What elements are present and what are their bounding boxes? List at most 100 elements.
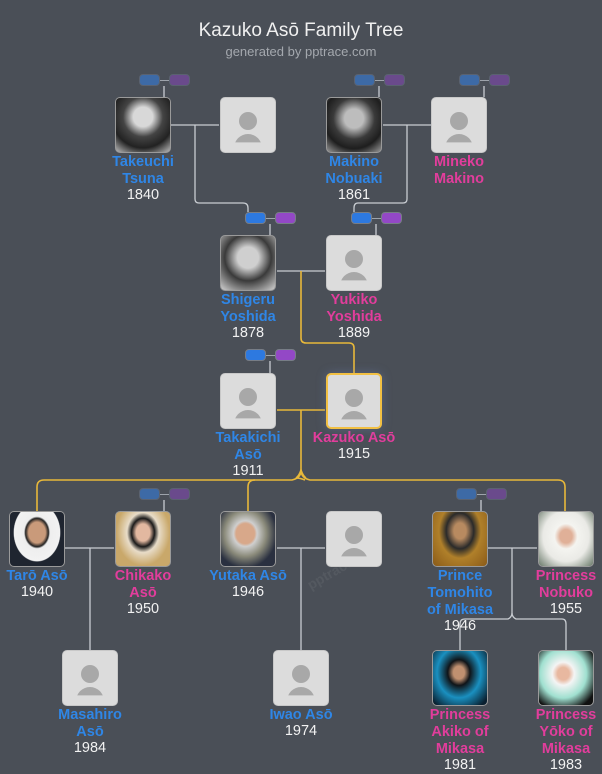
father-badge[interactable] bbox=[459, 74, 480, 86]
birth-year: 1984 bbox=[73, 740, 107, 756]
avatar-placeholder-icon[interactable] bbox=[326, 511, 382, 567]
person-name-line: Yutaka Asō bbox=[209, 568, 287, 584]
mother-badge[interactable] bbox=[169, 488, 190, 500]
portrait-photo[interactable] bbox=[115, 511, 171, 567]
person-name-line: Yoshida bbox=[220, 309, 276, 325]
mother-badge[interactable] bbox=[381, 212, 402, 224]
portrait-photo[interactable] bbox=[432, 650, 488, 706]
portrait-photo[interactable] bbox=[115, 97, 171, 153]
person-name-line: Mikasa bbox=[541, 741, 591, 757]
portrait-photo[interactable] bbox=[432, 511, 488, 567]
mother-badge[interactable] bbox=[489, 74, 510, 86]
birth-year: 1981 bbox=[443, 757, 477, 773]
person-yukiko-yoshida[interactable]: Yukiko Yoshida 1889 bbox=[299, 235, 409, 341]
person-name-line: Yōko of bbox=[539, 724, 593, 740]
birth-year: 1911 bbox=[232, 463, 264, 479]
parents-badge-yukiko[interactable] bbox=[351, 212, 405, 225]
parents-badge-chikako[interactable] bbox=[139, 488, 193, 501]
person-name-line: Nobuko bbox=[539, 585, 593, 601]
person-yutaka-aso[interactable]: Yutaka Asō 1946 bbox=[193, 511, 303, 600]
portrait-photo[interactable] bbox=[326, 97, 382, 153]
person-taro-aso[interactable]: Tarō Asō 1940 bbox=[0, 511, 92, 600]
birth-year: 1878 bbox=[231, 325, 265, 341]
portrait-photo[interactable] bbox=[538, 650, 594, 706]
person-takeuchi-tsuna[interactable]: Takeuchi Tsuna 1840 bbox=[88, 97, 198, 203]
avatar-placeholder-icon[interactable] bbox=[62, 650, 118, 706]
mother-badge[interactable] bbox=[169, 74, 190, 86]
birth-year: 1889 bbox=[337, 325, 371, 341]
father-badge[interactable] bbox=[351, 212, 372, 224]
portrait-photo[interactable] bbox=[9, 511, 65, 567]
mother-badge[interactable] bbox=[275, 349, 296, 361]
avatar-placeholder-icon[interactable] bbox=[326, 373, 382, 429]
parents-badge-takeuchi[interactable] bbox=[139, 74, 193, 87]
father-badge[interactable] bbox=[245, 349, 266, 361]
person-name-line: Tsuna bbox=[122, 171, 164, 187]
person-name-line: Princess bbox=[535, 568, 597, 584]
father-badge[interactable] bbox=[139, 74, 160, 86]
parents-badge-tomohito[interactable] bbox=[456, 488, 510, 501]
page-subtitle: generated by pptrace.com bbox=[225, 44, 377, 59]
page-title: Kazuko Asō Family Tree bbox=[198, 20, 404, 41]
person-name-line: Asō bbox=[129, 585, 157, 601]
birth-year: 1950 bbox=[126, 601, 160, 617]
portrait-photo[interactable] bbox=[538, 511, 594, 567]
person-name-line: Mikasa bbox=[435, 741, 485, 757]
portrait-photo[interactable] bbox=[220, 235, 276, 291]
person-kazuko-aso[interactable]: Kazuko Asō 1915 bbox=[299, 373, 409, 462]
person-shigeru-yoshida[interactable]: Shigeru Yoshida 1878 bbox=[193, 235, 303, 341]
parents-badge-takakichi[interactable] bbox=[245, 349, 299, 362]
person-princess-akiko[interactable]: Princess Akiko of Mikasa 1981 bbox=[405, 650, 515, 773]
birth-year: 1983 bbox=[549, 757, 583, 773]
parents-badge-shigeru[interactable] bbox=[245, 212, 299, 225]
mother-badge[interactable] bbox=[275, 212, 296, 224]
person-name-line: Akiko of bbox=[431, 724, 489, 740]
person-chikako-aso[interactable]: Chikako Asō 1950 bbox=[88, 511, 198, 617]
person-unknown-spouse-yutaka[interactable] bbox=[299, 511, 409, 567]
birth-year: 1946 bbox=[231, 584, 265, 600]
avatar-placeholder-icon[interactable] bbox=[273, 650, 329, 706]
person-name-line: Princess bbox=[535, 707, 597, 723]
person-name-line: Princess bbox=[429, 707, 491, 723]
person-iwao-aso[interactable]: Iwao Asō 1974 bbox=[246, 650, 356, 739]
person-name-line: Takakichi bbox=[215, 430, 281, 446]
person-name-line: Tomohito bbox=[427, 585, 493, 601]
person-name-line: Chikako bbox=[114, 568, 172, 584]
person-name-line: Kazuko Asō bbox=[312, 430, 396, 446]
person-name-line: Makino bbox=[329, 154, 379, 170]
portrait-photo[interactable] bbox=[220, 511, 276, 567]
person-name-line: of Mikasa bbox=[426, 602, 494, 618]
father-badge[interactable] bbox=[456, 488, 477, 500]
mother-badge[interactable] bbox=[384, 74, 405, 86]
person-name-line: Tarō Asō bbox=[6, 568, 68, 584]
person-name-line: Asō bbox=[234, 447, 262, 463]
parents-badge-makino[interactable] bbox=[354, 74, 408, 87]
father-badge[interactable] bbox=[245, 212, 266, 224]
mother-badge[interactable] bbox=[486, 488, 507, 500]
avatar-placeholder-icon[interactable] bbox=[431, 97, 487, 153]
person-unknown-spouse-takeuchi[interactable] bbox=[193, 97, 303, 153]
person-makino-nobuaki[interactable]: Makino Nobuaki 1861 bbox=[299, 97, 409, 203]
birth-year: 1940 bbox=[20, 584, 54, 600]
person-princess-nobuko[interactable]: Princess Nobuko 1955 bbox=[511, 511, 602, 617]
person-name-line: Shigeru bbox=[221, 292, 275, 308]
avatar-placeholder-icon[interactable] bbox=[220, 373, 276, 429]
parents-badge-mineko[interactable] bbox=[459, 74, 513, 87]
person-mineko-makino[interactable]: Mineko Makino bbox=[404, 97, 514, 187]
birth-year: 1946 bbox=[443, 618, 477, 634]
father-badge[interactable] bbox=[354, 74, 375, 86]
person-name-line: Yukiko bbox=[330, 292, 378, 308]
person-name-line: Masahiro bbox=[58, 707, 122, 723]
birth-year: 1840 bbox=[126, 187, 160, 203]
avatar-placeholder-icon[interactable] bbox=[220, 97, 276, 153]
person-prince-tomohito[interactable]: Prince Tomohito of Mikasa 1946 bbox=[405, 511, 515, 634]
birth-year: 1974 bbox=[284, 723, 318, 739]
person-takakichi-aso[interactable]: Takakichi Asō 1911 bbox=[193, 373, 303, 479]
birth-year: 1861 bbox=[337, 187, 371, 203]
avatar-placeholder-icon[interactable] bbox=[326, 235, 382, 291]
person-masahiro-aso[interactable]: Masahiro Asō 1984 bbox=[35, 650, 145, 756]
person-name-line: Prince bbox=[437, 568, 483, 584]
person-princess-yoko[interactable]: Princess Yōko of Mikasa 1983 bbox=[511, 650, 602, 773]
father-badge[interactable] bbox=[139, 488, 160, 500]
